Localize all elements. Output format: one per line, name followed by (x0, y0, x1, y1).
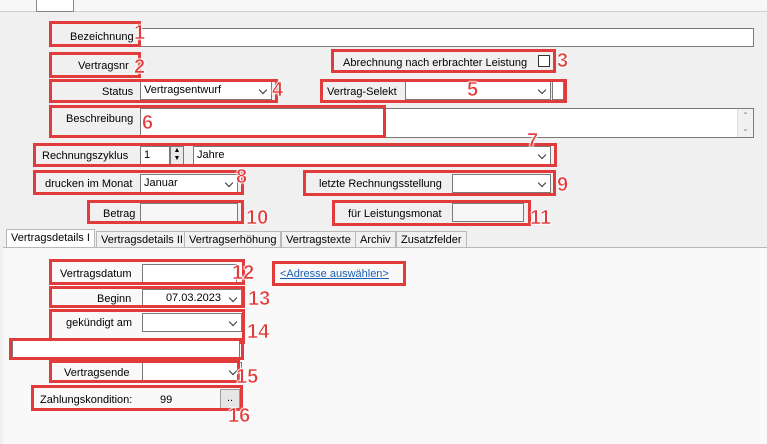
vertragsdatum-input[interactable] (142, 264, 237, 283)
spinner-down-icon[interactable]: ▼ (173, 155, 181, 162)
tab-vertragstexte[interactable]: Vertragstexte (281, 231, 356, 248)
annotation-number-1: 1 (134, 22, 146, 45)
rechnungszyklus-label: Rechnungszyklus (42, 150, 129, 162)
top-toolbar-strip (0, 0, 767, 12)
annotation-number-6: 6 (142, 112, 154, 135)
status-label: Status (102, 86, 134, 98)
annotation-number-7: 7 (527, 130, 539, 153)
letzte-rechnungsstellung-label: letzte Rechnungsstellung (319, 178, 442, 190)
tab-archiv[interactable]: Archiv (355, 231, 396, 248)
abrechnung-checkbox[interactable] (538, 55, 550, 67)
zahlungskondition-label: Zahlungskondition: (40, 394, 133, 406)
unlabeled-input[interactable] (12, 340, 240, 359)
tab-vertragsdetails-2[interactable]: Vertragsdetails II (96, 231, 188, 248)
rechnungszyklus-spinner[interactable]: ▲ ▼ (170, 146, 184, 165)
annotation-number-8: 8 (236, 166, 248, 189)
vertragsdatum-label: Vertragsdatum (60, 268, 132, 280)
leistungsmonat-input[interactable] (452, 203, 524, 222)
vertrag-selekt-label: Vertrag-Selekt (327, 86, 397, 98)
tab-vertragsdetails-1[interactable]: Vertragsdetails I (6, 229, 95, 248)
leistungsmonat-label: für Leistungsmonat (348, 208, 442, 220)
beschreibung-textarea[interactable] (140, 108, 754, 138)
spinner-up-icon[interactable]: ▲ (173, 147, 181, 154)
annotation-number-15: 15 (236, 366, 259, 389)
beginn-label: Beginn (97, 293, 132, 305)
annotation-number-12: 12 (232, 262, 255, 285)
vertragsende-date-picker[interactable] (142, 362, 242, 381)
beschreibung-label: Beschreibung (66, 113, 134, 125)
top-tab-stub[interactable] (36, 0, 74, 12)
letzte-rechnungsstellung-dropdown[interactable] (452, 174, 551, 193)
gekuendigt-label: gekündigt am (66, 317, 133, 329)
annotation-number-4: 4 (272, 79, 284, 102)
annotation-number-13: 13 (248, 288, 271, 311)
betrag-label: Betrag (103, 208, 136, 220)
rechnungszyklus-number-input[interactable]: 1 (140, 146, 170, 165)
drucken-label: drucken im Monat (45, 178, 133, 190)
vertrag-selekt-side-box (552, 81, 564, 100)
annotation-number-5: 5 (467, 79, 479, 102)
beschreibung-scrollbar[interactable]: ⌃⌄ (737, 109, 753, 137)
annotation-number-16: 16 (228, 405, 251, 428)
abrechnung-label: Abrechnung nach erbrachter Leistung (343, 57, 528, 69)
bezeichnung-input[interactable] (140, 28, 754, 47)
bezeichnung-label: Bezeichnung (70, 31, 134, 43)
rechnungszyklus-unit-dropdown[interactable]: Jahre (193, 146, 551, 165)
tab-vertragserhoehung[interactable]: Vertragserhöhung (184, 231, 282, 248)
vertragsnr-label: Vertragsnr (78, 60, 129, 72)
annotation-number-11: 11 (530, 207, 552, 230)
tab-zusatzfelder[interactable]: Zusatzfelder (396, 231, 467, 248)
gekuendigt-date-picker[interactable] (142, 313, 242, 332)
annotation-number-10: 10 (246, 207, 269, 230)
vertragsende-label: Vertragsende (64, 367, 130, 379)
annotation-number-3: 3 (557, 50, 569, 73)
status-dropdown[interactable]: Vertragsentwurf (140, 81, 272, 100)
annotation-number-14: 14 (247, 321, 270, 344)
annotation-number-9: 9 (557, 174, 569, 197)
beginn-date-picker[interactable]: 07.03.2023 (142, 289, 242, 308)
adresse-auswaehlen-link[interactable]: <Adresse auswählen> (280, 268, 389, 280)
drucken-dropdown[interactable]: Januar (140, 174, 238, 193)
betrag-input[interactable] (140, 203, 238, 222)
annotation-number-2: 2 (134, 56, 146, 79)
zahlungskondition-value: 99 (160, 394, 173, 406)
